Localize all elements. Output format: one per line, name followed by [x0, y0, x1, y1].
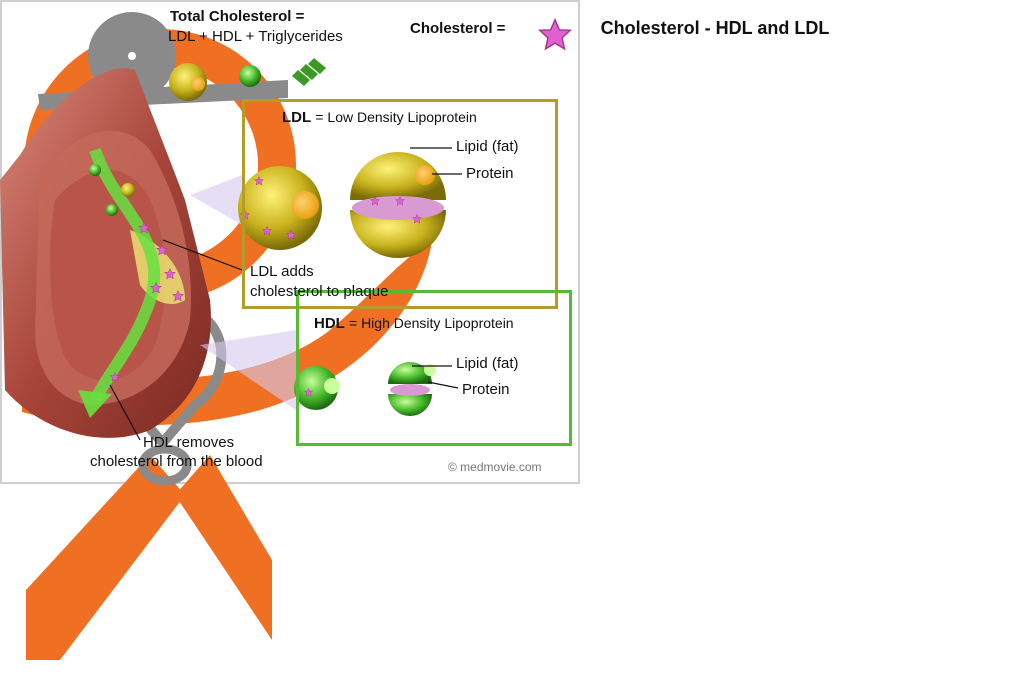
ldl-abbr: LDL [282, 109, 312, 126]
hdl-removes-label-2: cholesterol from the blood [90, 453, 263, 470]
mascot-right-leg [175, 455, 272, 640]
hdl-sphere-detail [294, 366, 340, 410]
total-cholesterol-heading: Total Cholesterol = [170, 8, 305, 25]
cholesterol-legend-label: Cholesterol = [410, 20, 506, 37]
ldl-adds-label-1: LDL adds [250, 263, 314, 280]
ldl-definition: = Low Density Lipoprotein [315, 109, 477, 125]
total-cholesterol-formula: LDL + HDL + Triglycerides [168, 28, 343, 45]
hdl-removes-label-1: HDL removes [143, 434, 235, 451]
mascot-left-leg [26, 455, 185, 660]
cholesterol-star-icon [539, 19, 571, 50]
hdl-definition: = High Density Lipoprotein [349, 315, 514, 331]
ldl-adds-label-2: cholesterol to plaque [250, 283, 389, 300]
hdl-particle-icon [239, 65, 261, 87]
ldl-particle-icon [169, 63, 207, 101]
hdl-lipid-label: Lipid (fat) [456, 355, 519, 372]
ldl-lipid-label: Lipid (fat) [456, 138, 519, 155]
hdl-detail-box [296, 290, 572, 446]
ldl-cutaway-detail [350, 152, 446, 258]
artery-cross-section [0, 68, 211, 438]
hdl-cutaway-detail [388, 362, 436, 416]
image-credit: © medmovie.com [448, 460, 542, 474]
ldl-title: LDL = Low Density Lipoprotein [282, 108, 477, 127]
hdl-protein-label: Protein [462, 381, 510, 398]
hdl-title: HDL = High Density Lipoprotein [314, 314, 514, 333]
page-title: Cholesterol - HDL and LDL [600, 18, 830, 38]
hdl-abbr: HDL [314, 315, 345, 332]
diagram-artwork [0, 19, 571, 441]
cholesterol-diagram-panel: Total Cholesterol = LDL + HDL + Triglyce… [0, 0, 580, 484]
ldl-sphere-detail [238, 166, 322, 250]
triglyceride-icon [292, 58, 326, 86]
ldl-detail-box [242, 99, 558, 309]
ldl-protein-label: Protein [466, 165, 514, 182]
